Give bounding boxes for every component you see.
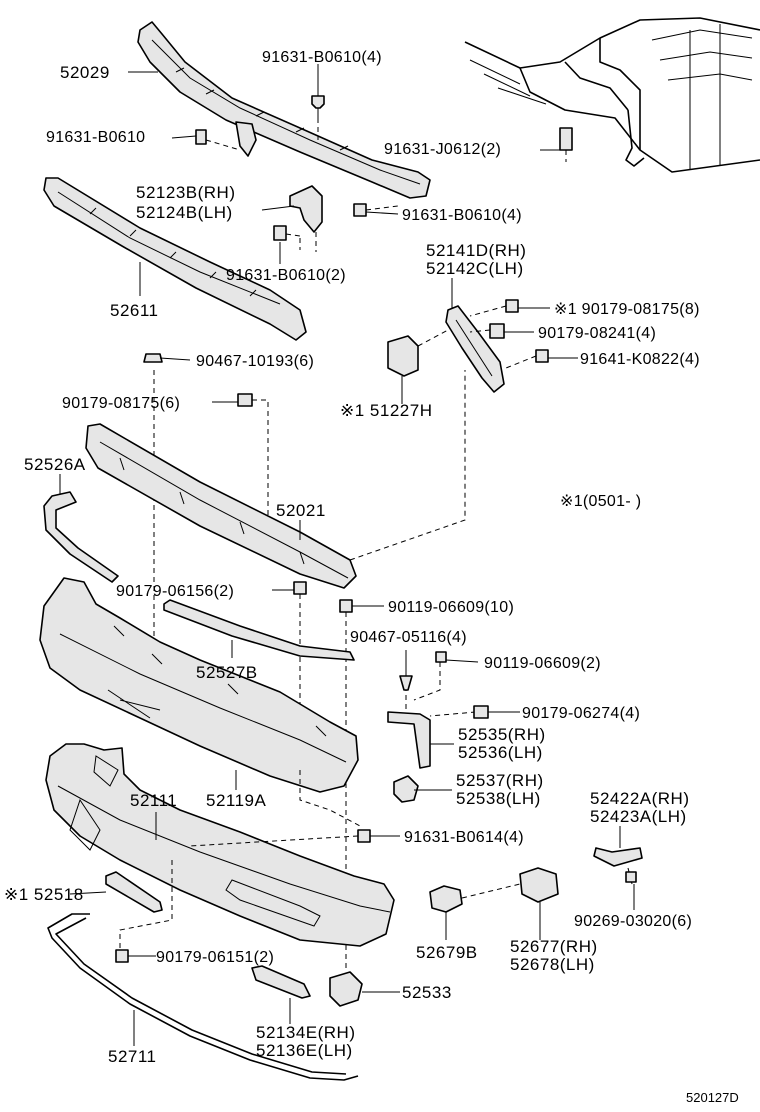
part-labels: 52029 91631-B0610(4) 91631-B0610 91631-J… bbox=[4, 49, 739, 1105]
label-91631-b0614[interactable]: 91631-B0614(4) bbox=[404, 829, 524, 846]
part-52123b-bracket[interactable] bbox=[289, 185, 323, 252]
label-90179-06151[interactable]: 90179-06151(2) bbox=[156, 949, 274, 966]
part-52518-cover[interactable] bbox=[105, 860, 173, 950]
label-52134e[interactable]: 52134E(RH) bbox=[256, 1023, 356, 1042]
label-90179-06156[interactable]: 90179-06156(2) bbox=[116, 583, 234, 600]
label-52527b[interactable]: 52527B bbox=[196, 663, 258, 682]
label-52526a[interactable]: 52526A bbox=[24, 455, 86, 474]
label-52142c[interactable]: 52142C(LH) bbox=[426, 259, 524, 278]
label-52123b[interactable]: 52123B(RH) bbox=[136, 183, 236, 202]
label-52029[interactable]: 52029 bbox=[60, 63, 110, 82]
label-52679b[interactable]: 52679B bbox=[416, 943, 478, 962]
diagram-id: 520127D bbox=[686, 1090, 739, 1105]
label-90467-05116[interactable]: 90467-05116(4) bbox=[350, 629, 467, 646]
label-52535[interactable]: 52535(RH) bbox=[458, 725, 546, 744]
nut-90179-06151 bbox=[115, 949, 129, 963]
part-52526a-extension[interactable] bbox=[43, 491, 119, 583]
label-52423a[interactable]: 52423A(LH) bbox=[590, 807, 687, 826]
label-52111[interactable]: 52111 bbox=[130, 791, 177, 810]
label-52677[interactable]: 52677(RH) bbox=[510, 937, 598, 956]
fasteners-top bbox=[195, 95, 573, 241]
label-52533[interactable]: 52533 bbox=[402, 983, 452, 1002]
part-52677-bracket[interactable] bbox=[461, 867, 559, 903]
part-52111-front-bumper[interactable] bbox=[45, 743, 395, 947]
label-91631-b0610-left[interactable]: 91631-B0610 bbox=[46, 129, 145, 146]
label-91631-b0610-4-mid[interactable]: 91631-B0610(4) bbox=[402, 207, 522, 224]
part-52021-front-reinforcement[interactable] bbox=[85, 370, 466, 589]
part-51227h[interactable] bbox=[387, 329, 449, 396]
label-52119a[interactable]: 52119A bbox=[206, 791, 267, 810]
part-52134e-extension[interactable] bbox=[251, 965, 311, 999]
part-52711-spoiler[interactable] bbox=[47, 913, 359, 1081]
label-90119-06609-10[interactable]: 90119-06609(10) bbox=[388, 599, 514, 616]
label-51227h[interactable]: ※1 51227H bbox=[340, 401, 432, 420]
fasteners-left-column bbox=[143, 353, 269, 660]
label-90467-10193[interactable]: 90467-10193(6) bbox=[196, 353, 314, 370]
label-52518[interactable]: ※1 52518 bbox=[4, 885, 84, 904]
part-52119a-bumper-cover[interactable] bbox=[39, 577, 359, 793]
part-52422a-seal[interactable] bbox=[593, 847, 643, 885]
bolt-91631-b0614 bbox=[189, 829, 371, 847]
label-90179-06274[interactable]: 90179-06274(4) bbox=[522, 705, 640, 722]
label-91631-j0612[interactable]: 91631-J0612(2) bbox=[384, 141, 501, 158]
label-90179-08175-6[interactable]: 90179-08175(6) bbox=[62, 395, 180, 412]
label-91631-b0610-4-top[interactable]: 91631-B0610(4) bbox=[262, 49, 382, 66]
part-52533-retainer[interactable] bbox=[329, 971, 363, 1007]
label-52124b[interactable]: 52124B(LH) bbox=[136, 203, 233, 222]
label-note-1: ※1(0501- ) bbox=[560, 493, 641, 510]
label-52678[interactable]: 52678(LH) bbox=[510, 955, 595, 974]
part-52141d-bracket[interactable] bbox=[445, 305, 505, 393]
label-52021[interactable]: 52021 bbox=[276, 501, 326, 520]
label-52611[interactable]: 52611 bbox=[110, 301, 159, 320]
label-52136e[interactable]: 52136E(LH) bbox=[256, 1041, 353, 1060]
label-90269-03020[interactable]: 90269-03020(6) bbox=[574, 913, 692, 930]
part-52527b-molding[interactable] bbox=[163, 599, 355, 661]
label-52711[interactable]: 52711 bbox=[108, 1047, 157, 1066]
label-90179-08175-8[interactable]: ※1 90179-08175(8) bbox=[554, 301, 700, 318]
part-52611-bumper-arm[interactable] bbox=[43, 177, 307, 341]
fasteners-right-bracket bbox=[469, 299, 549, 369]
fasteners-right-mid bbox=[399, 651, 489, 719]
part-52029-bumper-reinforcement[interactable] bbox=[137, 21, 431, 199]
label-90119-06609-2[interactable]: 90119-06609(2) bbox=[484, 655, 601, 672]
vehicle-body-corner-illustration bbox=[464, 17, 760, 173]
label-52537[interactable]: 52537(RH) bbox=[456, 771, 544, 790]
label-52538[interactable]: 52538(LH) bbox=[456, 789, 541, 808]
label-52141d[interactable]: 52141D(RH) bbox=[426, 241, 526, 260]
part-52537-retainer[interactable] bbox=[393, 775, 419, 803]
label-91641-k0822[interactable]: 91641-K0822(4) bbox=[580, 351, 700, 368]
label-91631-b0610-2[interactable]: 91631-B0610(2) bbox=[226, 267, 346, 284]
label-52536[interactable]: 52536(LH) bbox=[458, 743, 543, 762]
label-90179-08241[interactable]: 90179-08241(4) bbox=[538, 325, 656, 342]
label-52422a[interactable]: 52422A(RH) bbox=[590, 789, 690, 808]
leader-lines bbox=[59, 64, 635, 1046]
part-52679b-clip[interactable] bbox=[429, 885, 463, 913]
